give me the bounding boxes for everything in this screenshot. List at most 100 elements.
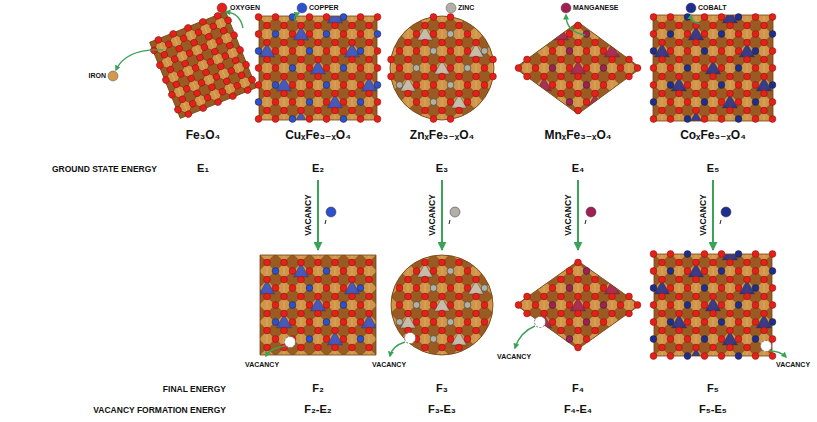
octahedron [570,365,587,382]
atom [769,99,776,106]
atom [481,285,488,292]
atom [575,259,582,266]
atom [693,276,700,283]
octahedron [502,94,519,111]
atom [264,327,271,334]
octahedron-edge [493,0,494,9]
octahedron-edge [646,348,647,365]
atom [701,65,708,72]
atom [549,82,556,89]
atom [264,56,271,63]
atom [752,99,759,106]
atom [349,39,356,46]
octahedron-edge [578,145,579,162]
atom [323,268,330,275]
octahedron [502,280,519,297]
atom [558,293,565,300]
atom [306,82,313,89]
octahedron [468,111,485,128]
octahedron [502,128,519,145]
octahedron-edge [391,263,392,280]
atom [575,310,582,317]
atom [357,14,364,21]
octahedron-edge [510,314,511,331]
atom [332,276,339,283]
atom [575,293,582,300]
octahedron-edge [629,26,630,43]
octahedron [621,246,638,263]
atom [761,39,768,46]
atom [166,65,175,74]
octahedron [485,111,502,128]
octahedron-edge [408,9,409,26]
octahedron-edge [510,365,511,382]
atom [396,48,403,55]
octahedron [485,9,502,26]
octahedron [502,26,519,43]
octahedron-edge [510,43,511,60]
atom [281,39,288,46]
lattice-ground [512,257,644,353]
octahedron [536,382,553,399]
octahedron [468,145,485,162]
octahedron [451,229,468,246]
octahedron-edge [629,0,630,9]
octahedron [502,26,519,43]
octahedron-edge [357,145,358,162]
atom [332,107,339,114]
atom [659,22,666,29]
octahedron-edge [663,229,664,246]
octahedron [349,94,366,111]
octahedron-edge [544,145,545,162]
octahedron [485,382,502,399]
octahedron [553,382,570,399]
octahedron [604,212,621,229]
atom [744,259,751,266]
atom [349,73,356,80]
octahedron [604,263,621,280]
octahedron [468,9,485,26]
lattice-outline [260,255,376,355]
atom [167,90,176,99]
octahedron [519,111,536,128]
atom [583,268,590,275]
atom [161,76,170,85]
octahedron-edge [161,12,167,19]
octahedron [485,94,502,111]
octahedron [383,94,400,111]
atom [357,116,364,123]
atom [727,107,734,114]
atom [549,48,556,55]
atom [684,116,691,123]
octahedron-edge [595,382,596,399]
octahedron-edge [374,246,375,263]
octahedron-edge [357,43,358,60]
octahedron [485,145,502,162]
atom [155,61,164,70]
atom [405,56,412,63]
atom [752,82,759,89]
octahedron [349,9,366,26]
atom [456,344,463,351]
octahedron [536,9,553,26]
atom [306,116,313,123]
atom [413,302,420,309]
atom [221,52,230,61]
atom [225,41,234,50]
atom [357,99,364,106]
atom [178,95,187,104]
octahedron-edge [425,229,426,246]
atom [206,58,215,67]
atom [473,310,480,317]
atom [473,73,480,80]
octahedron-edge [408,111,409,128]
octahedron [604,382,621,399]
octahedron-edge [544,263,545,280]
atom [200,43,209,52]
atom [667,65,674,72]
atom [340,31,347,38]
atom [727,90,734,97]
atom [430,14,437,21]
octahedron-edge [476,145,477,162]
atom [264,107,271,114]
